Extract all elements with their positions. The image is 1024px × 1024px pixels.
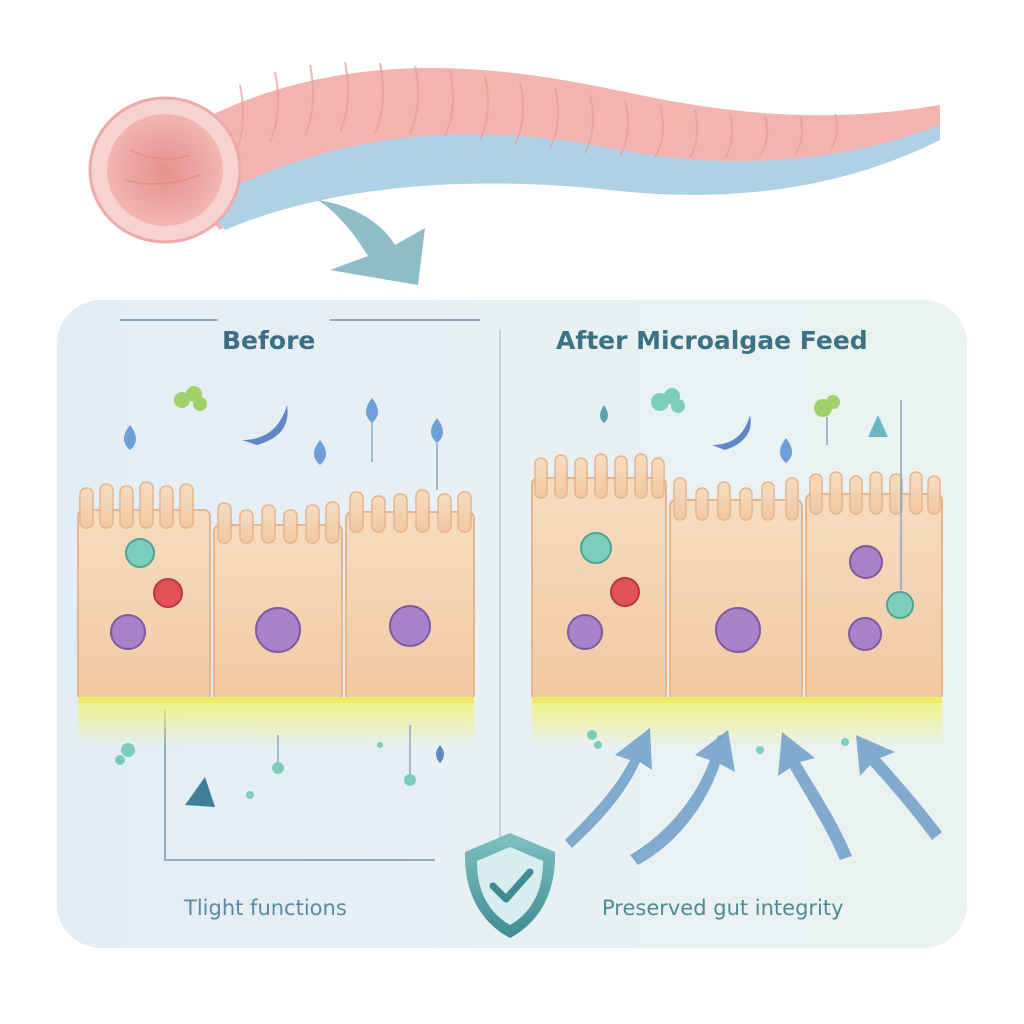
before-particles	[115, 386, 444, 807]
upward-arrow-icon	[856, 735, 942, 840]
before-panel-title: Before	[222, 326, 316, 355]
tight-junction-band	[532, 698, 942, 748]
upward-arrow-icons	[565, 728, 942, 865]
epithelial-cell	[669, 477, 803, 701]
bracket-line	[164, 710, 435, 861]
comparison-panel	[57, 300, 967, 948]
after-cells	[531, 453, 943, 748]
before-caption: Tlight functions	[184, 896, 347, 920]
shield-check-icon	[464, 833, 556, 938]
after-caption: Preserved gut integrity	[602, 896, 844, 920]
upward-arrow-icon	[778, 732, 852, 860]
intestine-ridges	[234, 61, 839, 159]
upward-arrow-icon	[630, 730, 735, 865]
epithelial-cell	[345, 489, 475, 701]
epithelial-cell	[77, 481, 211, 701]
after-panel-title: After Microalgae Feed	[556, 326, 868, 355]
before-cells	[77, 481, 475, 748]
after-particles	[587, 388, 902, 754]
epithelial-cell	[213, 501, 343, 701]
epithelial-cell	[531, 453, 667, 701]
transition-arrow	[318, 200, 425, 285]
upward-arrow-icon	[565, 728, 652, 848]
intestine-tube	[88, 61, 940, 244]
epithelial-cell	[805, 471, 943, 701]
tight-junction-band	[78, 698, 474, 748]
